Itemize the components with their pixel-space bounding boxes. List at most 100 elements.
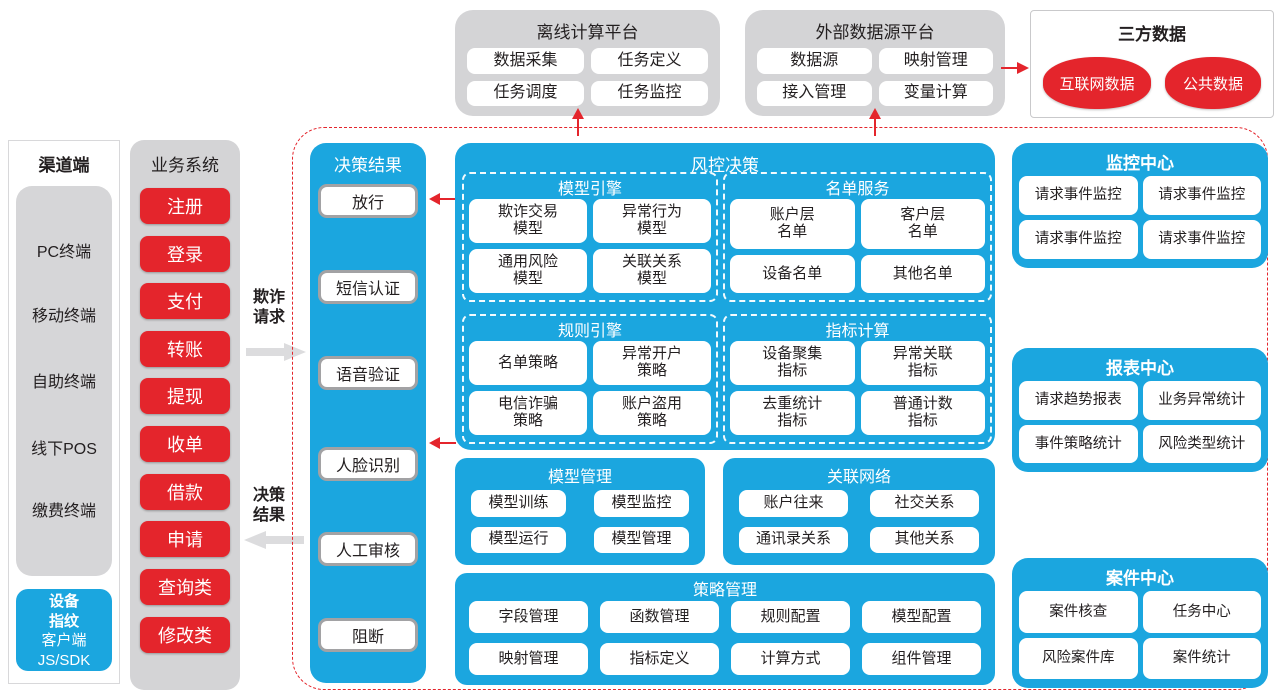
business-item-withdraw: 提现: [140, 378, 230, 414]
assoc-network-item: 社交关系: [870, 490, 979, 517]
metric-calc-item: 异常关联 指标: [860, 341, 985, 385]
model-engine-item: 欺诈交易 模型: [469, 199, 587, 243]
metric-calc-section: 指标计算 设备聚集 指标 异常关联 指标 去重统计 指标 普通计数 指标: [723, 314, 992, 444]
monitoring-item: 请求事件监控: [1019, 220, 1138, 259]
assoc-network-item: 通讯录关系: [739, 526, 848, 553]
case-item: 案件统计: [1142, 637, 1261, 679]
public-data-node: 公共数据: [1165, 57, 1261, 109]
terminal-mobile: 移动终端: [31, 308, 96, 325]
report-item: 事件策略统计: [1019, 424, 1138, 463]
list-service-title: 名单服务: [825, 181, 890, 198]
device-fingerprint-line: 客户端: [41, 632, 87, 649]
platform-item: 任务监控: [591, 80, 708, 106]
business-item-pay: 支付: [140, 283, 230, 319]
action-block: 阻断: [318, 618, 418, 652]
business-system-panel: 业务系统 注册 登录 支付 转账 提现 收单 借款 申请 查询类 修改类: [130, 140, 240, 690]
channel-panel: 渠道端 PC终端 移动终端 自助终端 线下POS 缴费终端 设备 指纹 客户端 …: [8, 140, 120, 684]
action-voice-auth: 语音验证: [318, 356, 418, 390]
action-face-id: 人脸识别: [318, 447, 418, 481]
platform-item: 映射管理: [878, 48, 993, 74]
business-item-transfer: 转账: [140, 331, 230, 367]
third-party-data-box: 三方数据 互联网数据 公共数据: [1030, 10, 1274, 118]
model-engine-item: 关联关系 模型: [593, 249, 711, 293]
monitoring-item: 请求事件监控: [1142, 220, 1261, 259]
red-arrow-left-icon: [429, 437, 456, 449]
model-mgmt-item: 模型运行: [471, 526, 566, 553]
strategy-item: 函数管理: [600, 601, 719, 633]
red-arrow-up-icon: [869, 108, 881, 136]
model-engine-item: 通用风险 模型: [469, 249, 587, 293]
external-platform-items: 数据源 映射管理 接入管理 变量计算: [757, 48, 993, 106]
gray-arrow-right-icon: [246, 343, 306, 361]
business-item-query: 查询类: [140, 569, 230, 605]
report-center-panel: 报表中心 请求趋势报表 业务异常统计 事件策略统计 风险类型统计: [1012, 348, 1268, 472]
action-manual: 人工审核: [318, 532, 418, 566]
business-item-login: 登录: [140, 236, 230, 272]
business-item-acquire: 收单: [140, 426, 230, 462]
terminal-pc: PC终端: [36, 244, 92, 261]
list-service-item: 其他名单: [860, 255, 985, 293]
business-system-title: 业务系统: [151, 156, 219, 175]
strategy-item: 组件管理: [862, 643, 981, 675]
business-item-loan: 借款: [140, 474, 230, 510]
device-fingerprint-line: 设备: [48, 593, 79, 610]
association-network-panel: 关联网络 账户往来 社交关系 通讯录关系 其他关系: [723, 458, 995, 565]
red-arrow-up-icon: [572, 108, 584, 136]
model-management-title: 模型管理: [547, 469, 612, 486]
terminal-pos: 线下POS: [31, 441, 97, 458]
model-mgmt-item: 模型监控: [594, 490, 689, 517]
case-center-panel: 案件中心 案件核查 任务中心 风险案件库 案件统计: [1012, 558, 1268, 688]
risk-decision-title: 风控决策: [691, 156, 759, 175]
platform-item: 数据源: [757, 48, 872, 74]
association-network-title: 关联网络: [826, 469, 891, 486]
business-item-apply: 申请: [140, 521, 230, 557]
business-item-modify: 修改类: [140, 617, 230, 653]
decision-result-column: 决策结果 放行 短信认证 语音验证 人脸识别 人工审核 阻断: [310, 143, 426, 683]
platform-item: 任务调度: [467, 80, 584, 106]
terminal-selfsvc: 自助终端: [31, 374, 96, 391]
report-item: 业务异常统计: [1142, 381, 1261, 420]
model-engine-section: 模型引擎 欺诈交易 模型 异常行为 模型 通用风险 模型 关联关系 模型: [462, 172, 718, 302]
strategy-item: 指标定义: [600, 643, 719, 675]
offline-platform-items: 数据采集 任务定义 任务调度 任务监控: [467, 48, 708, 106]
third-party-title: 三方数据: [1118, 25, 1186, 44]
strategy-item: 映射管理: [469, 643, 588, 675]
red-arrow-right-icon: [1001, 62, 1029, 74]
action-sms-auth: 短信认证: [318, 270, 418, 304]
model-management-panel: 模型管理 模型训练 模型监控 模型运行 模型管理: [455, 458, 705, 565]
list-service-section: 名单服务 账户层 名单 客户层 名单 设备名单 其他名单: [723, 172, 992, 302]
action-release: 放行: [318, 184, 418, 218]
assoc-network-item: 账户往来: [739, 490, 848, 517]
decision-result-label: 决策 结果: [252, 487, 285, 524]
model-engine-title: 模型引擎: [557, 181, 622, 198]
report-item: 风险类型统计: [1142, 424, 1261, 463]
model-mgmt-item: 模型管理: [594, 526, 689, 553]
platform-item: 接入管理: [757, 80, 872, 106]
metric-calc-title: 指标计算: [825, 323, 890, 340]
internet-data-node: 互联网数据: [1043, 57, 1151, 109]
rule-engine-title: 规则引擎: [557, 323, 622, 340]
rule-engine-section: 规则引擎 名单策略 异常开户 策略 电信诈骗 策略 账户盗用 策略: [462, 314, 718, 444]
platform-item: 变量计算: [878, 80, 993, 106]
channel-title: 渠道端: [38, 156, 90, 175]
device-fingerprint-line: JS/SDK: [37, 651, 91, 669]
case-item: 风险案件库: [1019, 637, 1138, 679]
decision-column-title: 决策结果: [334, 156, 402, 175]
metric-calc-item: 设备聚集 指标: [730, 341, 855, 385]
device-fingerprint-line: 指纹: [48, 612, 79, 630]
rule-engine-item: 电信诈骗 策略: [469, 391, 587, 435]
strategy-management-panel: 策略管理 字段管理 函数管理 规则配置 模型配置 映射管理 指标定义 计算方式 …: [455, 573, 995, 685]
monitoring-center-panel: 监控中心 请求事件监控 请求事件监控 请求事件监控 请求事件监控: [1012, 143, 1268, 268]
business-item-register: 注册: [140, 188, 230, 224]
monitoring-item: 请求事件监控: [1019, 176, 1138, 215]
fraud-request-label: 欺诈 请求: [252, 289, 285, 326]
case-center-title: 案件中心: [1106, 569, 1174, 588]
platform-item: 任务定义: [591, 48, 708, 74]
external-datasource-platform: 外部数据源平台 数据源 映射管理 接入管理 变量计算: [745, 10, 1005, 116]
rule-engine-item: 异常开户 策略: [593, 341, 711, 385]
model-mgmt-item: 模型训练: [471, 490, 566, 517]
list-service-item: 客户层 名单: [860, 199, 985, 249]
list-service-item: 账户层 名单: [730, 199, 855, 249]
strategy-item: 规则配置: [731, 601, 850, 633]
report-center-title: 报表中心: [1106, 359, 1174, 378]
